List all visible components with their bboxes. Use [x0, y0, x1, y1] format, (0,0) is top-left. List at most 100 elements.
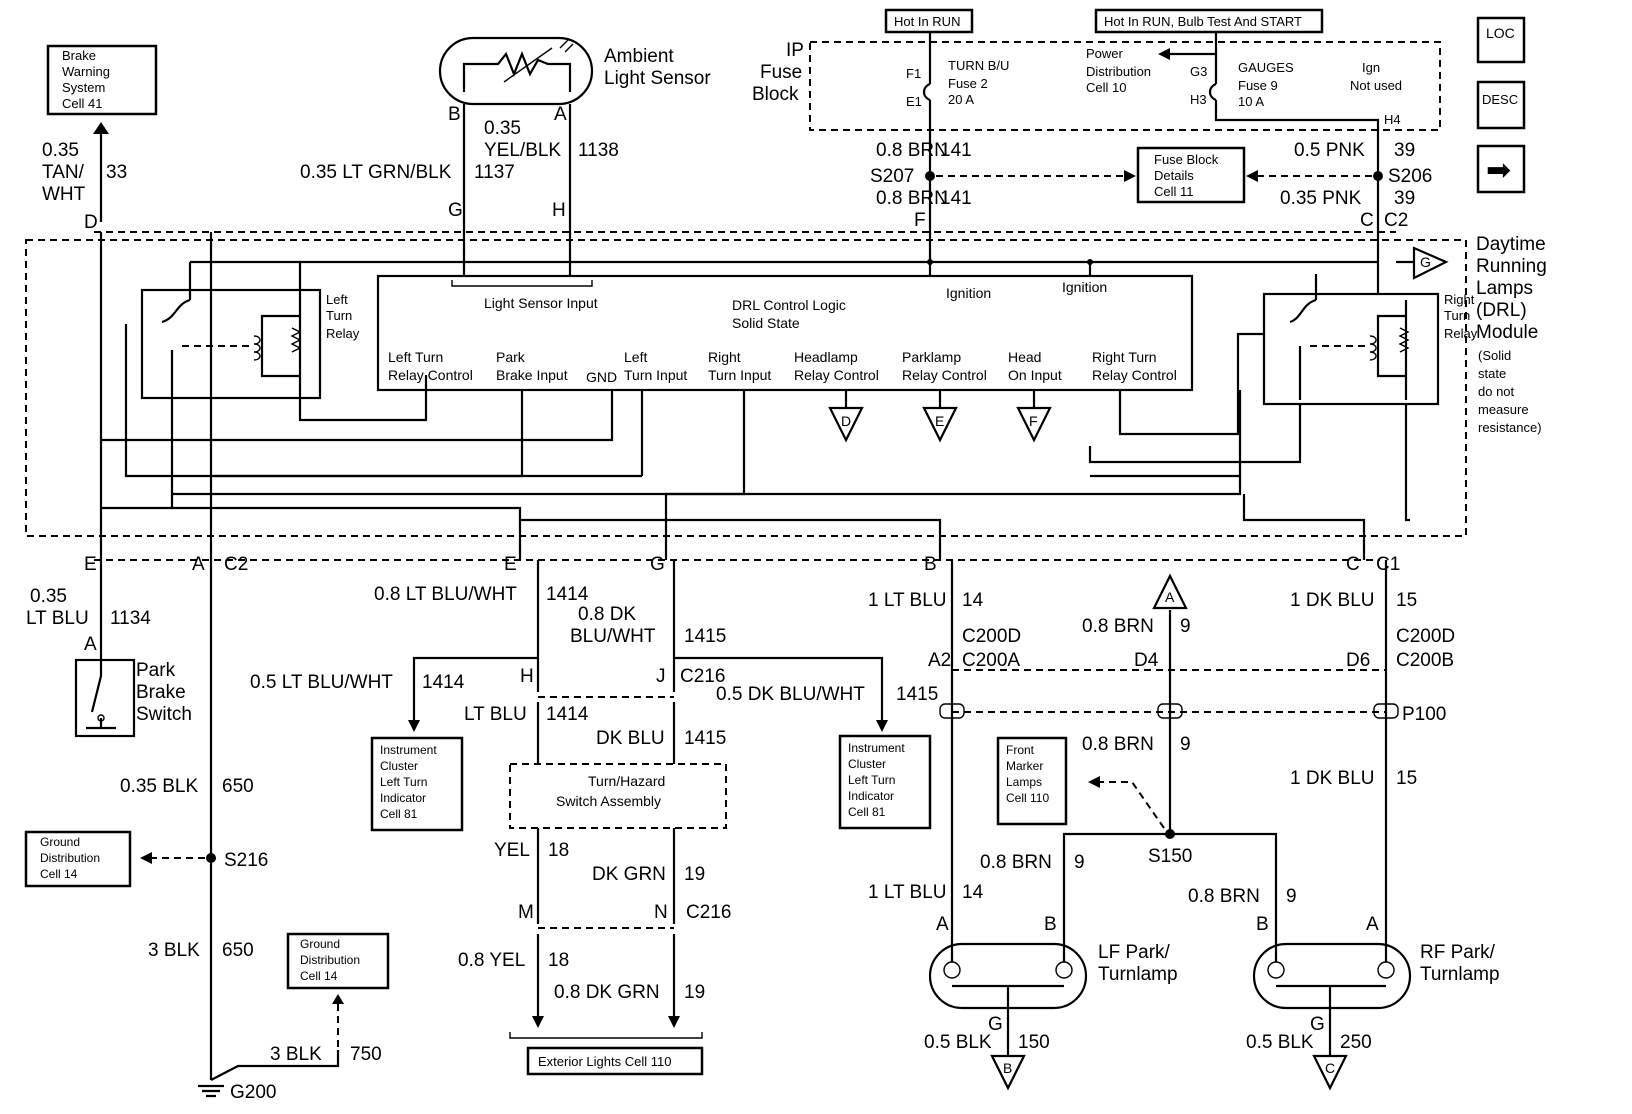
ref-triangle-c: C: [1312, 1054, 1348, 1091]
svg-text:On Input: On Input: [1008, 367, 1062, 383]
fuse-block-details-box[interactable]: Fuse Block Details Cell 11: [1136, 146, 1246, 204]
svg-text:Cell 81: Cell 81: [380, 807, 418, 821]
svg-text:0.35: 0.35: [42, 140, 79, 161]
svg-text:0.8 BRN: 0.8 BRN: [1082, 734, 1154, 755]
svg-text:G200: G200: [230, 1082, 276, 1103]
svg-text:G: G: [1310, 1014, 1325, 1035]
svg-text:1137: 1137: [474, 162, 515, 183]
svg-text:S206: S206: [1388, 166, 1432, 187]
drl-module: [25, 239, 1467, 537]
svg-text:Right Turn: Right Turn: [1092, 349, 1157, 365]
fuse-9-icon: [1208, 82, 1217, 102]
svg-text:9: 9: [1286, 886, 1297, 907]
svg-text:0.8 BRN: 0.8 BRN: [876, 140, 948, 161]
drl-control-logic: [376, 274, 1194, 392]
svg-text:15: 15: [1396, 590, 1417, 611]
exterior-lights-box[interactable]: Exterior Lights Cell 110: [526, 1046, 704, 1076]
svg-text:Cell 41: Cell 41: [62, 96, 102, 111]
svg-text:E: E: [504, 554, 517, 575]
light-sensor-brace: [451, 280, 593, 287]
svg-text:F: F: [914, 210, 926, 231]
svg-text:A: A: [84, 634, 97, 655]
svg-text:0.35 PNK: 0.35 PNK: [1280, 188, 1362, 209]
svg-text:Switch Assembly: Switch Assembly: [556, 793, 661, 809]
splice-s216: [206, 853, 216, 863]
svg-text:Cell 11: Cell 11: [1154, 184, 1194, 199]
svg-text:Fuse 2: Fuse 2: [948, 76, 988, 91]
instrument-cluster-box-2[interactable]: Instrument Cluster Left Turn Indicator C…: [838, 734, 932, 830]
svg-text:Cell 14: Cell 14: [40, 867, 78, 881]
svg-text:F1: F1: [906, 66, 921, 81]
front-marker-box[interactable]: Front Marker Lamps Cell 110: [996, 736, 1068, 826]
svg-text:18: 18: [548, 840, 569, 861]
splice-s206: [1373, 171, 1383, 181]
desc-icon[interactable]: DESC: [1476, 80, 1526, 130]
svg-text:D4: D4: [1134, 650, 1159, 671]
svg-text:H3: H3: [1190, 92, 1207, 107]
svg-text:Running: Running: [1476, 256, 1547, 277]
svg-text:Ignition: Ignition: [946, 285, 991, 301]
svg-text:Lamps: Lamps: [1476, 278, 1533, 299]
svg-text:Distribution: Distribution: [40, 851, 100, 865]
svg-text:YEL/BLK: YEL/BLK: [484, 140, 561, 161]
svg-text:E1: E1: [906, 94, 922, 109]
svg-text:Parklamp: Parklamp: [902, 349, 961, 365]
svg-text:141: 141: [940, 188, 972, 209]
svg-text:14: 14: [962, 590, 984, 611]
svg-text:1134: 1134: [110, 608, 151, 629]
next-arrow-icon[interactable]: ➡: [1476, 144, 1526, 194]
brake-warning-box[interactable]: Brake Warning System Cell 41: [46, 44, 158, 116]
svg-text:H4: H4: [1384, 112, 1401, 127]
svg-text:Hot In RUN: Hot In RUN: [894, 14, 960, 29]
svg-text:0.35: 0.35: [30, 586, 67, 607]
ground-distribution-box-1[interactable]: Ground Distribution Cell 14: [24, 830, 132, 888]
svg-text:Fuse 9: Fuse 9: [1238, 78, 1278, 93]
svg-text:LT BLU: LT BLU: [464, 704, 527, 725]
svg-text:Distribution: Distribution: [1086, 64, 1151, 79]
svg-text:Marker: Marker: [1006, 759, 1043, 773]
svg-text:0.5 PNK: 0.5 PNK: [1294, 140, 1365, 161]
svg-text:3 BLK: 3 BLK: [270, 1044, 322, 1065]
svg-text:Warning: Warning: [62, 64, 110, 79]
svg-text:1414: 1414: [422, 672, 465, 693]
svg-text:J: J: [656, 666, 666, 687]
svg-text:measure: measure: [1478, 402, 1529, 417]
svg-text:141: 141: [940, 140, 972, 161]
svg-text:1415: 1415: [684, 728, 726, 749]
svg-text:B: B: [924, 554, 937, 575]
svg-text:Cell 10: Cell 10: [1086, 80, 1126, 95]
svg-text:Ignition: Ignition: [1062, 279, 1107, 295]
svg-text:RF Park/: RF Park/: [1420, 942, 1496, 963]
hot-in-run-bulb-label: Hot In RUN, Bulb Test And START: [1094, 8, 1324, 34]
svg-text:Left Turn: Left Turn: [388, 349, 443, 365]
svg-text:Turnlamp: Turnlamp: [1098, 964, 1178, 985]
svg-text:C1: C1: [1376, 554, 1400, 575]
instrument-cluster-box-1[interactable]: Instrument Cluster Left Turn Indicator C…: [370, 736, 464, 832]
svg-text:Distribution: Distribution: [300, 953, 360, 967]
svg-text:Lamps: Lamps: [1006, 775, 1042, 789]
svg-text:B: B: [448, 104, 461, 125]
svg-text:WHT: WHT: [42, 184, 86, 205]
ground-distribution-box-2[interactable]: Ground Distribution Cell 14: [286, 932, 390, 990]
svg-text:Brake: Brake: [62, 48, 96, 63]
svg-text:C200A: C200A: [962, 650, 1020, 671]
splice-s207: [925, 171, 935, 181]
svg-text:1 LT BLU: 1 LT BLU: [868, 590, 947, 611]
svg-text:Instrument: Instrument: [848, 741, 905, 755]
svg-text:Ground: Ground: [40, 835, 80, 849]
loc-icon[interactable]: LOC: [1476, 16, 1526, 64]
svg-text:TURN B/U: TURN B/U: [948, 58, 1009, 73]
svg-text:0.8 LT BLU/WHT: 0.8 LT BLU/WHT: [374, 584, 517, 605]
svg-text:Relay Control: Relay Control: [902, 367, 987, 383]
svg-text:Headlamp: Headlamp: [794, 349, 858, 365]
svg-text:Relay Control: Relay Control: [794, 367, 879, 383]
svg-text:19: 19: [684, 982, 705, 1003]
svg-text:Cell 110: Cell 110: [1006, 791, 1049, 805]
svg-text:Right: Right: [1444, 292, 1475, 307]
svg-text:resistance): resistance): [1478, 420, 1542, 435]
ref-triangle-b: B: [990, 1054, 1026, 1091]
svg-text:C: C: [1346, 554, 1360, 575]
svg-text:Details: Details: [1154, 168, 1194, 183]
svg-text:Turn Input: Turn Input: [624, 367, 687, 383]
svg-text:150: 150: [1018, 1032, 1050, 1053]
